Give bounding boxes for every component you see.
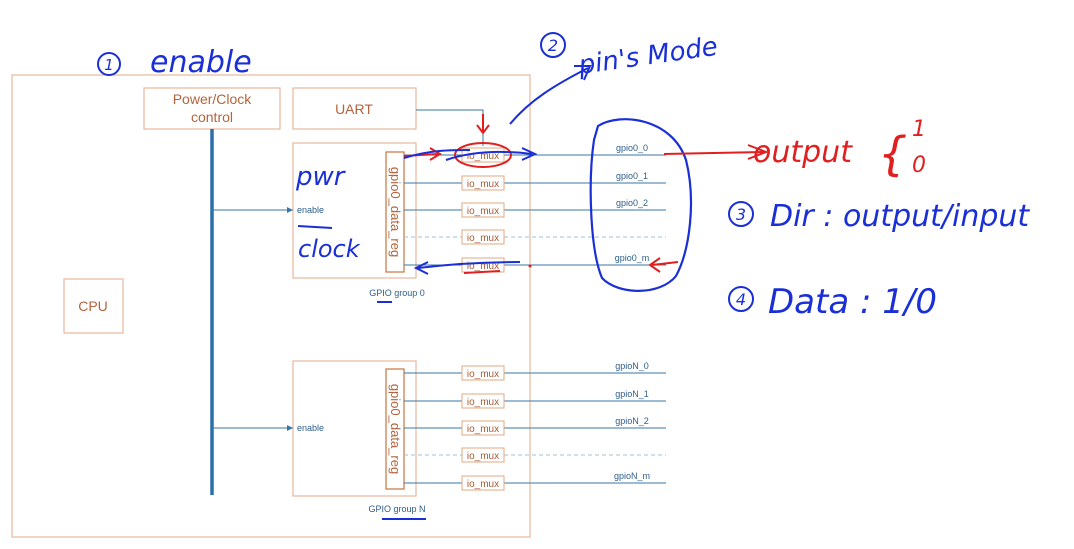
uart-label: UART [335,101,373,117]
pins-highlight-oval [589,118,693,292]
cpu-label: CPU [78,298,108,314]
io-mux-box [461,447,505,463]
input-red-arrow [648,257,679,273]
io-mux-box [461,229,505,245]
mux-out-blue-arrow [445,147,538,161]
pwr-annotation: pwr [295,162,347,192]
red-dot [528,264,532,268]
output-value-0: 0 [912,153,926,178]
output-red-arrow [663,144,769,160]
io-mux-label: io_mux [467,369,499,380]
step4-text: Data : 1/0 [768,282,937,322]
io-mux-label: io_mux [467,479,499,490]
step3-number: 3 [736,205,746,224]
step3-text: Dir : output/input [770,199,1030,234]
io-mux-label: io_mux [467,151,499,162]
gpio-group-n-data-reg [385,368,405,490]
output-annotation: output [753,135,853,170]
gpio-group-0-label: GPIO group 0 [369,288,425,298]
gpio-group-0: gpio0_data_reg enable GPIO group 0 io_mu… [212,142,666,298]
gpio-group-0-enable-label: enable [297,205,324,215]
io-mux-label: io_mux [467,179,499,190]
io-mux-label: io_mux [467,261,499,272]
annotation-step2: 2 pin's Mode [509,32,720,125]
input-blue-arrow [413,261,521,275]
step2-pointer [509,67,589,125]
gpio-group-n: gpio0_data_reg enable GPIO group N io_mu… [212,360,666,514]
power-clock-label-line2: control [191,109,233,125]
uart-red-arrow [476,114,490,135]
io-mux-box [461,393,505,409]
output-value-1: 1 [912,117,926,142]
step1-circle [97,52,121,76]
step3-circle [728,201,754,227]
gpio-pin-label: gpio0_1 [616,171,648,181]
gpio-group-0-data-reg-label: gpio0_data_reg [388,167,403,257]
step2-circle [540,32,566,58]
cpu-box [63,278,124,334]
io-mux-label: io_mux [467,206,499,217]
gpio-group-0-data-reg [385,151,405,273]
step2-text: pin's Mode [576,32,720,81]
mux-m-red-underline [463,270,501,274]
gpio-pin-label: gpio0_0 [616,143,648,153]
step1-text: enable [150,45,252,80]
gpio-pin-label: gpio0_m [615,253,650,263]
mux-in-blue-arrow [403,149,471,159]
gpio-pin-label: gpio0_2 [616,198,648,208]
gpio-group-0-enable-arrow [287,207,293,213]
gpio-pin-label: gpioN_0 [615,361,649,371]
io-mux-label: io_mux [467,424,499,435]
io-mux-box [461,420,505,436]
soc-outline [11,74,531,538]
step1-number: 1 [104,56,114,74]
mux-highlight-circle [454,142,512,168]
gpio-group-n-data-reg-label: gpio0_data_reg [388,384,403,474]
step2-number: 2 [548,36,558,55]
io-mux-label: io_mux [467,451,499,462]
annotation-step4: 4 Data : 1/0 [728,282,937,322]
io-mux-box [461,202,505,218]
io-mux-box [461,475,505,491]
gpio-pin-label: gpioN_m [614,471,650,481]
output-brace: { [878,127,907,181]
clock-annotation: clock [298,235,361,263]
uart-box [292,87,417,130]
power-clock-label-line1: Power/Clock [173,91,253,107]
step4-number: 4 [736,290,746,309]
gpio-pin-label: gpioN_1 [615,389,649,399]
io-mux-label: io_mux [467,233,499,244]
uart-to-mux-line [416,109,484,146]
enable-underline [297,225,333,229]
step2-pointer-head [574,65,592,81]
gpio-group-n-enable-label: enable [297,423,324,433]
io-mux-label: io_mux [467,397,499,408]
gpio-group-n-label: GPIO group N [368,504,425,514]
gpio-group-n-enable-arrow [287,425,293,431]
annotation-step3: 3 Dir : output/input [728,199,1030,234]
annotation-step1: 1 enable [97,45,252,80]
io-mux-box [461,365,505,381]
io-mux-box [461,175,505,191]
gpio-pin-label: gpioN_2 [615,416,649,426]
step4-circle [728,286,754,312]
